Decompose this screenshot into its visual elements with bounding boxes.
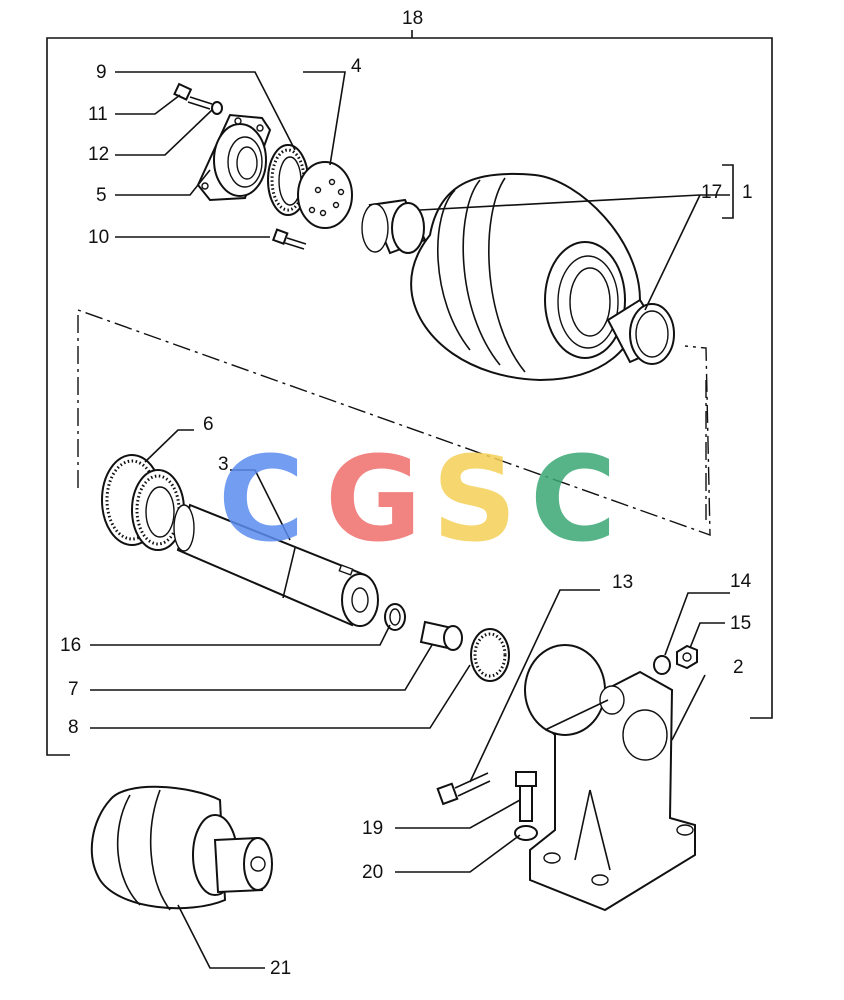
callout-5: 5 [96,185,107,206]
flange-cover-part-5 [196,113,272,202]
callout-7: 7 [68,679,79,700]
callout-1: 1 [742,182,753,203]
watermark-letter-c2: C [530,430,617,568]
callout-20: 20 [362,862,383,883]
washer-part-20 [514,825,538,841]
callout-10: 10 [88,227,109,248]
callout-21: 21 [270,958,291,979]
assembly-bracket-18 [46,30,773,756]
ring-part-16 [384,603,406,631]
callout-labels: 18 9 4 11 12 5 10 17 1 6 3 13 14 15 16 2… [60,8,753,979]
callout-9: 9 [96,62,107,83]
callout-17: 17 [701,182,722,203]
axis-lines [77,309,711,536]
bolt-part-19 [515,771,537,822]
callout-3: 3 [218,454,229,475]
assembled-roller-part-21 [90,785,273,911]
callout-19: 19 [362,818,383,839]
leader-lines [90,71,734,969]
washer-part-14 [653,655,671,675]
bolt-part-11 [173,82,213,110]
washer-part-12 [211,101,223,115]
bolt-part-13 [436,772,491,806]
watermark-logo: C G S C [218,430,617,568]
callout-14: 14 [730,571,752,592]
watermark-letter-s: S [432,430,517,568]
plate-part-4 [297,161,353,229]
floating-seal-part-6 [101,454,185,551]
plug-part-7 [419,620,463,651]
callout-6: 6 [203,414,214,435]
o-ring-part-8 [470,628,510,682]
shaft-part-3 [173,503,379,627]
callout-2: 2 [733,657,744,678]
watermark-letter-c1: C [218,430,305,568]
callout-12: 12 [88,144,109,165]
callout-11: 11 [88,104,108,125]
support-bracket-part-2 [524,644,696,912]
callout-18: 18 [402,8,423,29]
callout-16: 16 [60,635,81,656]
callout-15: 15 [730,613,751,634]
track-roller-part-1 [410,172,642,382]
watermark-letter-g: G [325,430,422,568]
bushing-part-17-left [361,198,427,255]
bolt-part-10 [271,228,307,250]
callout-8: 8 [68,717,79,738]
callout-4: 4 [351,56,362,77]
nut-part-15 [676,644,698,670]
bushing-part-17-right [606,298,675,365]
callout-13: 13 [612,572,633,593]
